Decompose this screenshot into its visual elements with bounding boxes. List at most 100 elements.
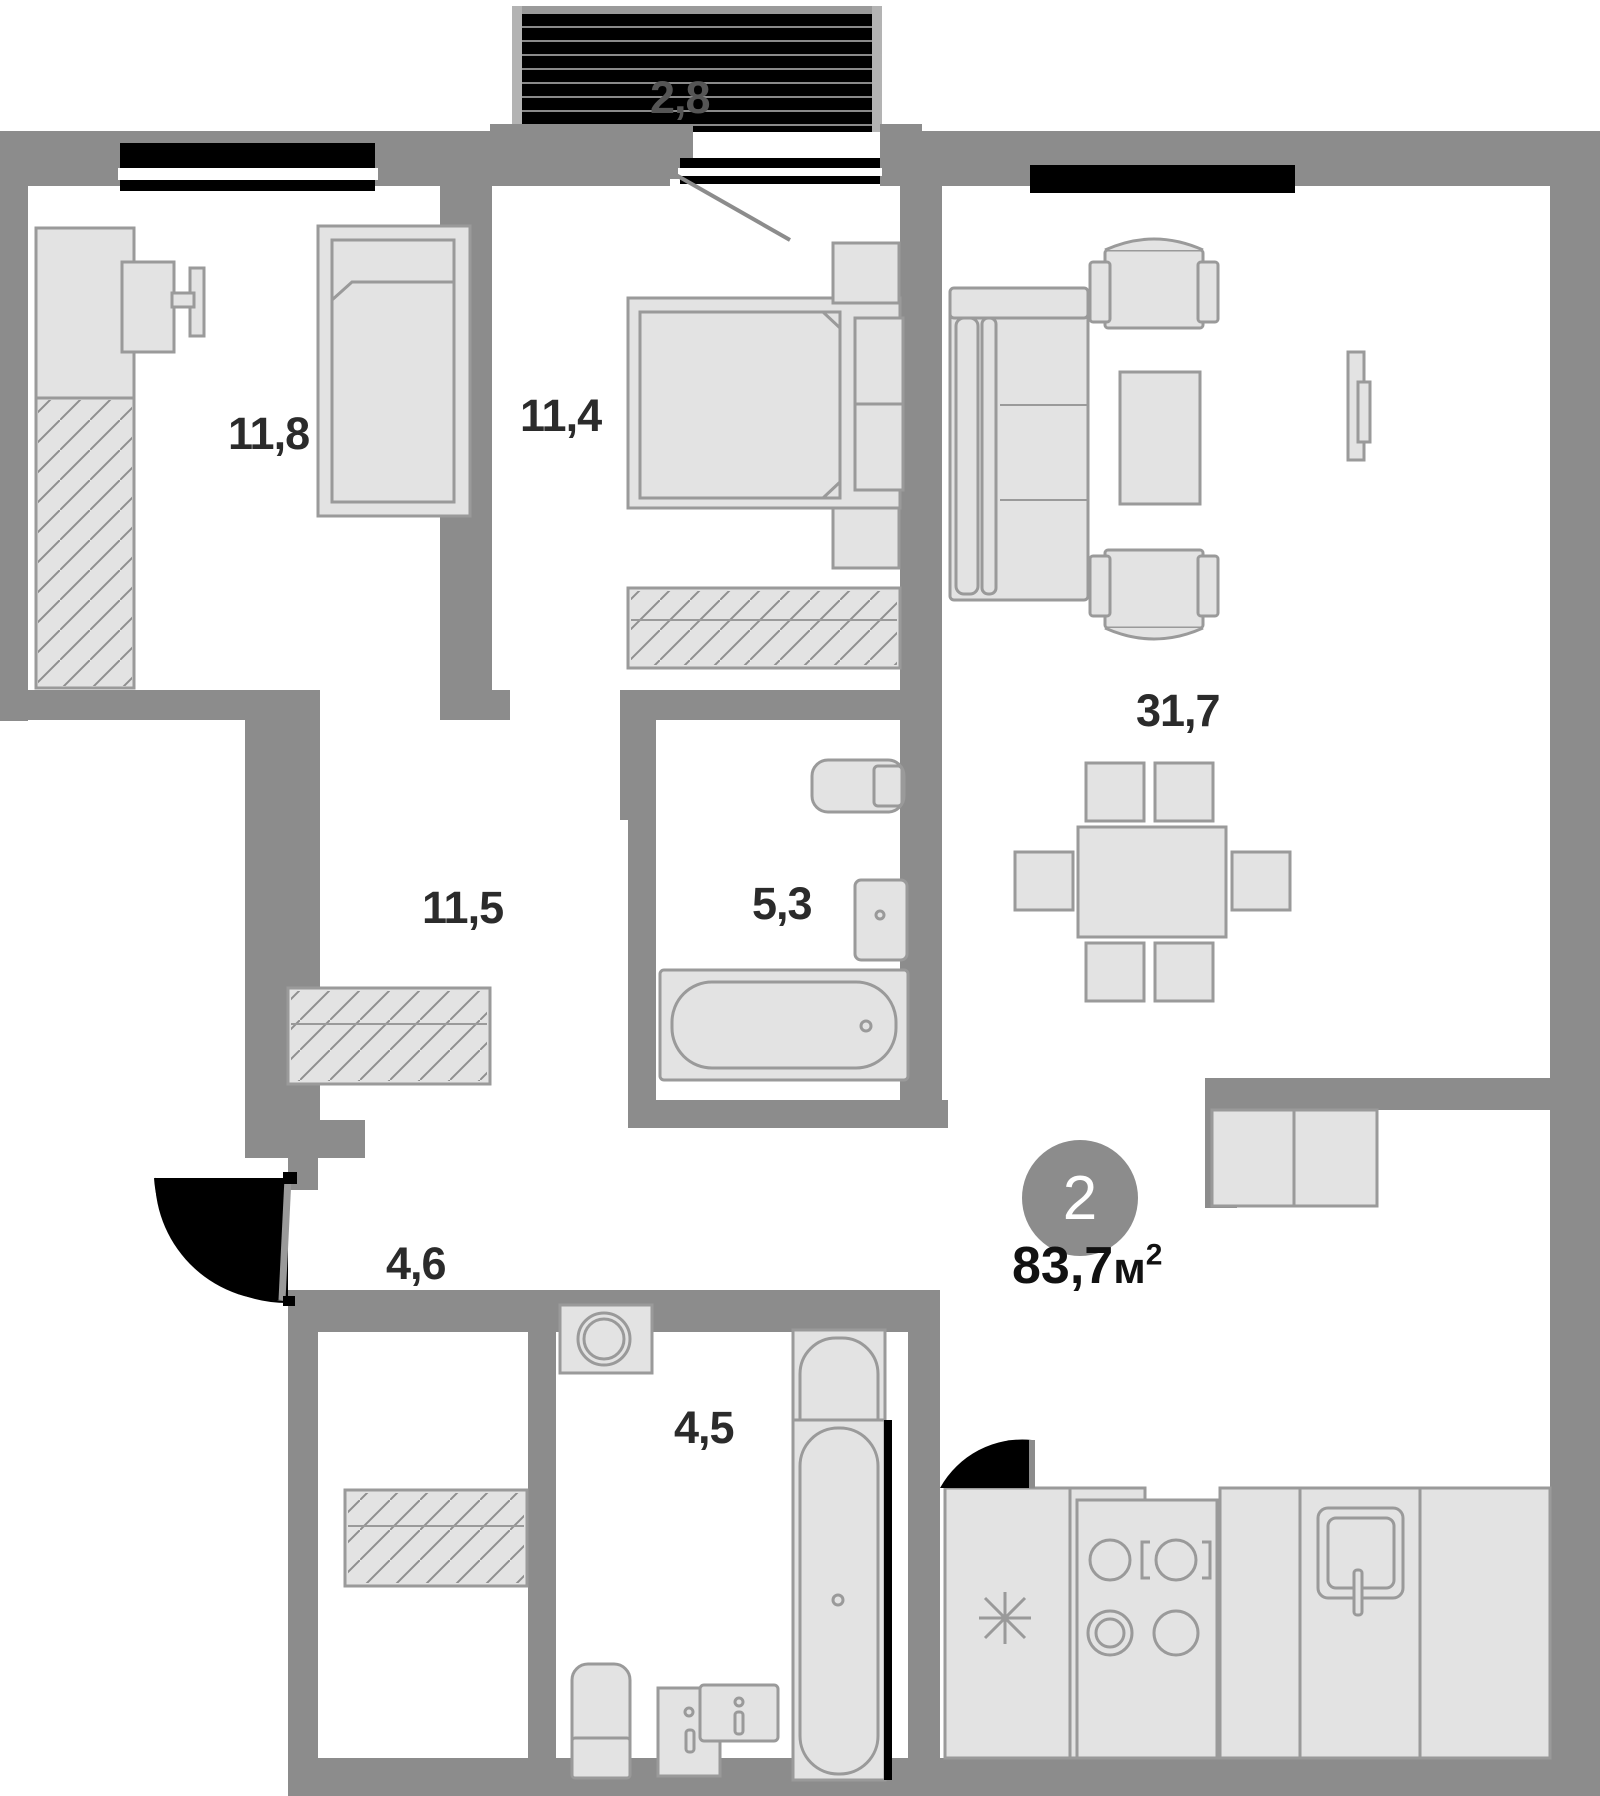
dining-table (1076, 825, 1228, 939)
single-bed-duvet (330, 280, 456, 504)
sofa-cushion-divider (980, 316, 998, 596)
wall-bath2-left (528, 1290, 556, 1790)
kitchen-door-swing (940, 1439, 1032, 1488)
sink-second-basin-drain (733, 1696, 745, 1708)
armchair-top-arm-r (1196, 260, 1220, 324)
balcony (512, 6, 882, 132)
wall-bath2-right (908, 1290, 940, 1790)
wall-corridor-left (288, 1290, 318, 1790)
entry-door-swing (154, 1178, 288, 1301)
kitchen-counter-3 (1418, 1486, 1552, 1760)
dining-chair-br (1153, 941, 1215, 1003)
total-area-value: 83,7 (1012, 1237, 1114, 1295)
nightstand-left (831, 241, 901, 305)
wall-bedroom-divider-foot (440, 690, 510, 720)
room-label-bathroom-main: 5,3 (752, 878, 813, 929)
wardrobe-hang-hatch (38, 400, 132, 686)
wardrobe-hallway-hatch (291, 991, 487, 1081)
total-area-label: 83,7м2 (1012, 1236, 1162, 1296)
cooktop-burners (1086, 1538, 1212, 1657)
sofa-arm-left (954, 316, 980, 596)
tv-panel (1356, 380, 1372, 444)
balcony-rail-right (872, 6, 882, 132)
washing-machine-door-outer (576, 1311, 632, 1367)
bathroom-main-fixtures (658, 758, 910, 1082)
nightstand-right (831, 506, 901, 570)
dining-chair-left (1013, 850, 1075, 912)
wardrobe-corridor-hatch (348, 1493, 524, 1583)
balcony-rail-left (512, 6, 522, 132)
toilet-main-tank (872, 764, 904, 808)
entry-door-leaf (278, 1177, 292, 1301)
sink-main-drain (874, 909, 886, 921)
window-bedroom-left (120, 143, 375, 191)
bed-fold-top (819, 310, 842, 332)
dining-chair-tl (1084, 761, 1146, 823)
rooms-count-badge: 2 (1022, 1140, 1138, 1256)
living-room-furniture (948, 237, 1372, 1003)
room-label-bedroom-left: 11,8 (228, 408, 310, 459)
sink-second-basin-tap (733, 1710, 745, 1736)
armchair-bottom-arm-r (1196, 554, 1220, 618)
bed-fold-bottom (819, 478, 842, 500)
dining-chair-right (1230, 850, 1292, 912)
total-area-exponent: 2 (1145, 1238, 1163, 1272)
hallway-furniture (286, 986, 492, 1086)
wall-living-left (900, 186, 942, 1116)
window-master-glass (678, 168, 882, 176)
bathtub-second-inner-drain (831, 1593, 845, 1607)
sink-second-drain (683, 1706, 695, 1718)
room-label-living-room: 31,7 (1136, 685, 1221, 736)
armchair-top-back (1104, 237, 1204, 252)
armchair-top (1103, 248, 1205, 330)
interior-door-kitchen (940, 1439, 1035, 1488)
chair-connector (170, 291, 196, 309)
wall-master-bottom (620, 690, 920, 720)
desk (34, 226, 136, 405)
window-bedroom-left-glass (118, 168, 378, 180)
pillow-right (853, 402, 905, 492)
balcony-floor (512, 6, 882, 132)
refrigerator (943, 1486, 1072, 1760)
walls (0, 124, 1600, 1796)
wall-top-mid-left (490, 124, 670, 186)
armchair-top-arm-l (1088, 260, 1112, 324)
entry-door-stop (283, 1296, 295, 1306)
chair (120, 260, 176, 354)
coffee-table (1118, 370, 1202, 506)
wall-left-exterior (0, 131, 28, 721)
bathtub-second-edge (884, 1420, 892, 1780)
dining-chair-tr (1153, 761, 1215, 823)
wall-right-exterior (1550, 131, 1600, 1771)
total-area-unit: м (1113, 1244, 1146, 1293)
entry-door (154, 1172, 297, 1306)
corridor-furniture (343, 1488, 529, 1588)
bathtub-second-inner (798, 1426, 880, 1776)
bathroom-second-fixtures-lower (698, 1418, 887, 1782)
washing-machine (558, 1303, 654, 1375)
sofa-back (948, 286, 1090, 320)
refrigerator-icon (979, 1592, 1031, 1644)
double-bed-duvet (638, 310, 842, 500)
bedroom-left-furniture (34, 224, 472, 690)
wardrobe-bedroom-hatch (631, 591, 897, 665)
armchair-bottom (1103, 548, 1205, 630)
wall-kitchen-niche-top (1205, 1078, 1600, 1110)
washing-machine-door-inner (582, 1317, 626, 1361)
toilet-second-tank (570, 1736, 632, 1780)
room-label-hallway: 11,5 (422, 882, 504, 933)
balcony-rail-top (512, 6, 882, 14)
sink-second-tap (684, 1728, 696, 1754)
window-living (1030, 165, 1295, 193)
armchair-bottom-back (1104, 626, 1204, 641)
bathtub-main-drain (859, 1019, 873, 1033)
bedroom-master-furniture (626, 241, 905, 670)
balcony-door (675, 173, 791, 242)
bathtub-main-basin (670, 980, 898, 1070)
kitchen (943, 1108, 1552, 1760)
entry-door-hinge (283, 1172, 297, 1184)
kitchen-counter-2 (1218, 1486, 1302, 1760)
balcony-door-leaf (675, 173, 791, 242)
room-label-balcony: 2,8 (650, 72, 711, 123)
